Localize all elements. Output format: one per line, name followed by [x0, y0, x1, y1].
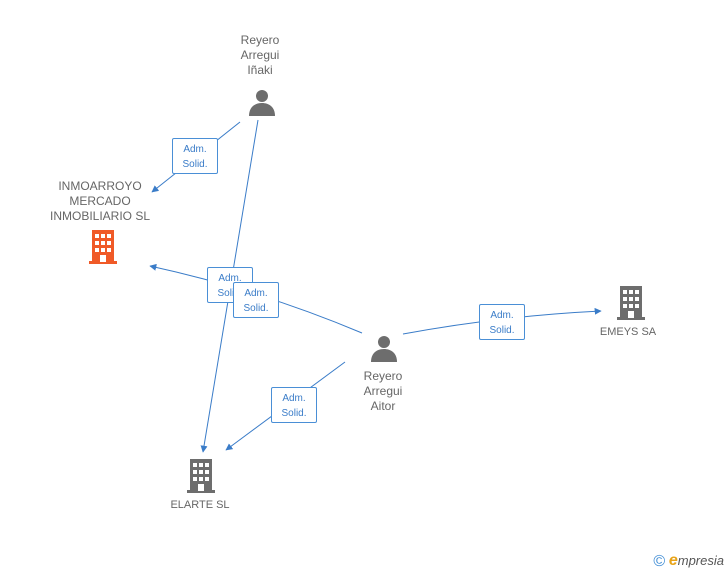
node-label-aitor[interactable]: Reyero Arregui Aitor	[363, 369, 403, 413]
node-label-inaki[interactable]: Reyero Arregui Iñaki	[240, 33, 280, 77]
node-label-elarte[interactable]: ELARTE SL	[170, 499, 230, 511]
building-icon[interactable]	[185, 459, 217, 493]
brand-logo-initial: e	[668, 552, 678, 569]
brand-name: mpresia	[677, 553, 724, 568]
edge-label-aitor-inmoarroyo: Adm. Solid.	[233, 282, 279, 318]
node-label-inmoarroyo[interactable]: INMOARROYO MERCADO INMOBILIARIO SL	[49, 179, 151, 223]
building-icon[interactable]	[87, 230, 119, 264]
person-icon[interactable]	[248, 88, 276, 116]
footer-brand: © empresia	[653, 552, 724, 571]
node-label-emeys[interactable]: EMEYS SA	[599, 326, 657, 338]
edge-label-aitor-elarte: Adm. Solid.	[271, 387, 317, 423]
edge-label-aitor-emeys: Adm. Solid.	[479, 304, 525, 340]
building-icon[interactable]	[615, 286, 647, 320]
copyright-icon: ©	[653, 553, 666, 570]
person-icon[interactable]	[370, 334, 398, 362]
edge-label-inaki-inmoarroyo: Adm. Solid.	[172, 138, 218, 174]
